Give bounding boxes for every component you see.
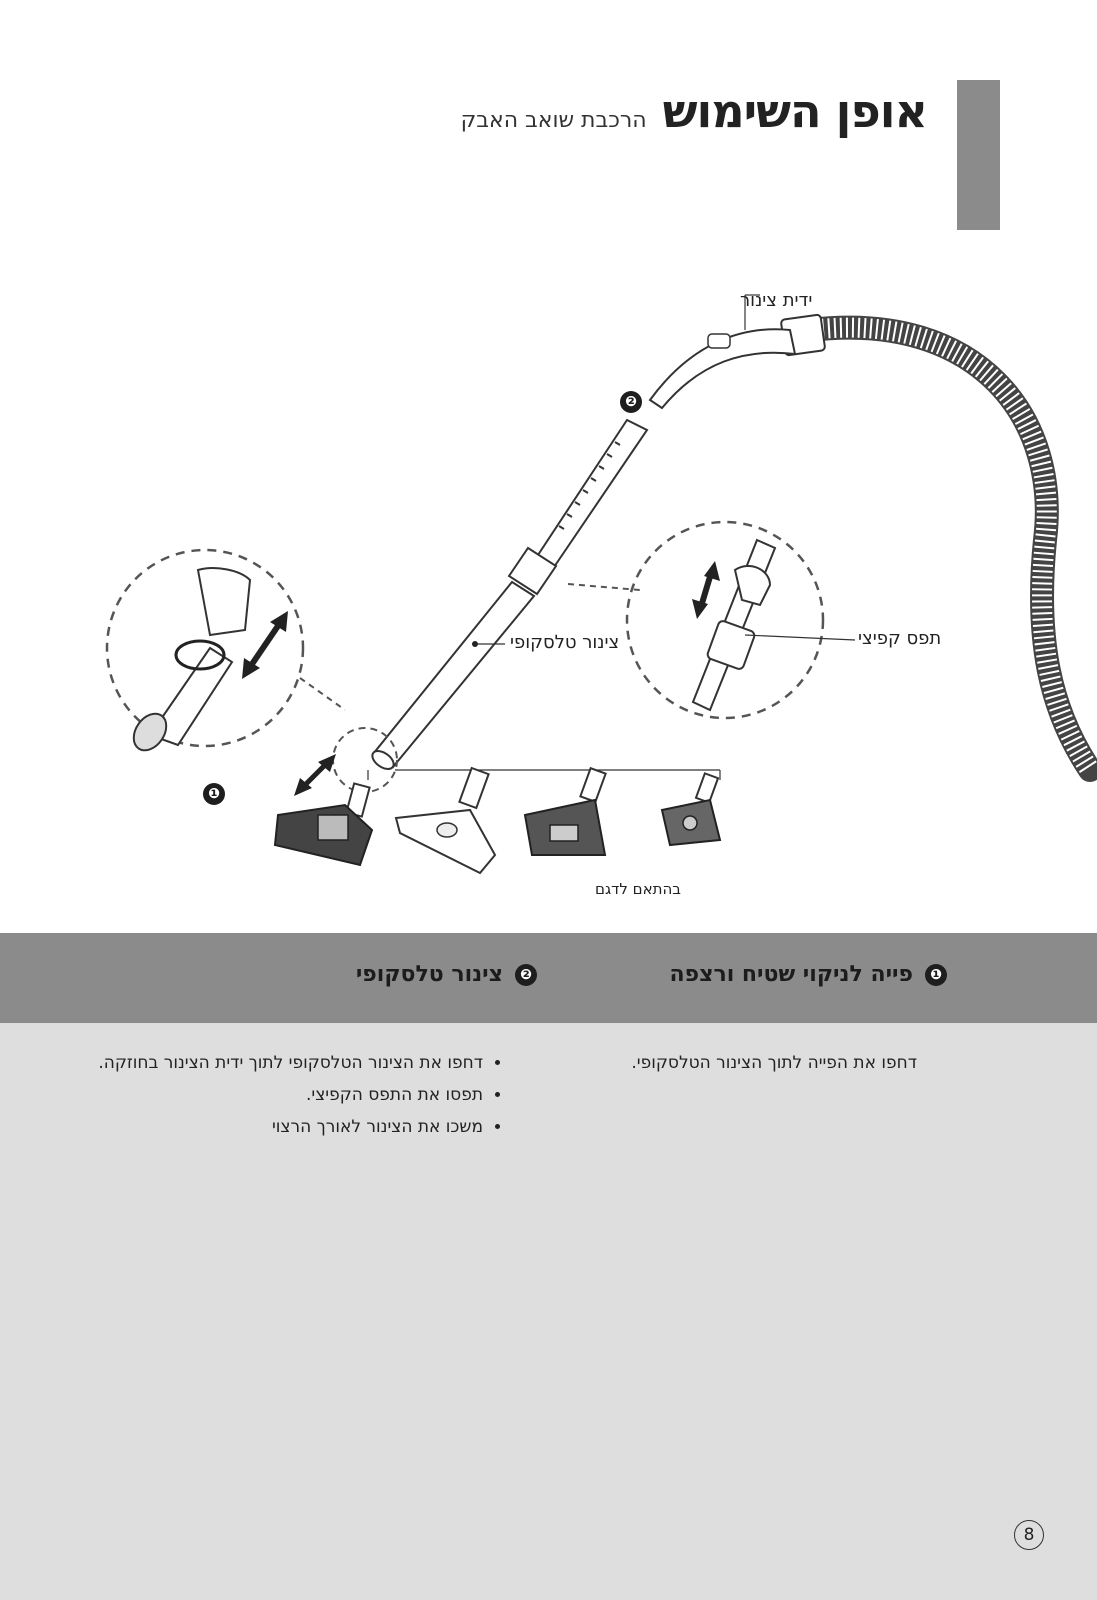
assembly-illustration: ידית צינור צינור טלסקופי תפס קפיצי בהתאם… [0,270,1097,920]
title-main: אופן השימוש [662,84,928,138]
page-number: 8 [1014,1520,1044,1550]
section-2-bullet-list: דחפו את הצינור הטלסקופי לתוך ידית הצינור… [98,1047,501,1143]
label-telescopic-tube: צינור טלסקופי [510,632,620,653]
tube-coupling [507,546,558,596]
figure-marker-2: ❷ [620,391,642,413]
section-1-number: ❶ [925,963,947,986]
section-1-paragraph: דחפו את הפייה לתוך הצינור הטלסקופי. [631,1053,917,1073]
section-2-title: צינור טלסקופי [355,962,503,987]
tube-lower [371,580,536,769]
rotate-arrow [174,639,226,671]
section-2-body: דחפו את הצינור הטלסקופי לתוך ידית הצינור… [98,1047,501,1143]
section-content-band [0,1023,1097,1600]
section-1-body: דחפו את הפייה לתוך הצינור הטלסקופי. [631,1047,917,1079]
label-hose-handle: ידית צינור [740,290,813,311]
page-title: אופן השימוש הרכבת שואב האבק [460,84,928,138]
section-2-heading: ❷ צינור טלסקופי [356,962,537,987]
section-header-band [0,933,1097,1023]
title-subtitle: הרכבת שואב האבק [460,108,647,133]
label-for-example: בהתאם לדגם [595,880,681,898]
zoom-circle-left [105,548,305,748]
nozzle-carpet-floor [273,782,374,867]
vacuum-assembly-drawing [105,294,1097,875]
list-item: תפסו את התפס הקפיצי. [98,1079,483,1111]
list-item: משכו את הצינור לאורך הרצוי [98,1111,483,1143]
section-tab [957,80,1000,230]
section-2-number: ❷ [515,963,537,986]
tube-upper [534,418,649,572]
hose-handle [648,328,797,410]
nozzle-mini-turbo [660,772,722,847]
nozzle-turbo [523,766,607,856]
handle-slider [707,333,731,349]
label-clip: תפס קפיצי [858,628,942,649]
figure-marker-1: ❶ [203,783,225,805]
list-item: דחפו את הצינור הטלסקופי לתוך ידית הצינור… [98,1047,483,1079]
zoom-circle-right [625,520,825,720]
flexible-hose [798,315,1097,782]
nozzle-floor [394,766,497,875]
clip-ring [706,620,756,670]
section-1-title: פייה לניקוי שטיח ורצפה [669,962,913,987]
length-arrow-left [245,618,285,672]
section-1-heading: ❶ פייה לניקוי שטיח ורצפה [670,962,947,987]
